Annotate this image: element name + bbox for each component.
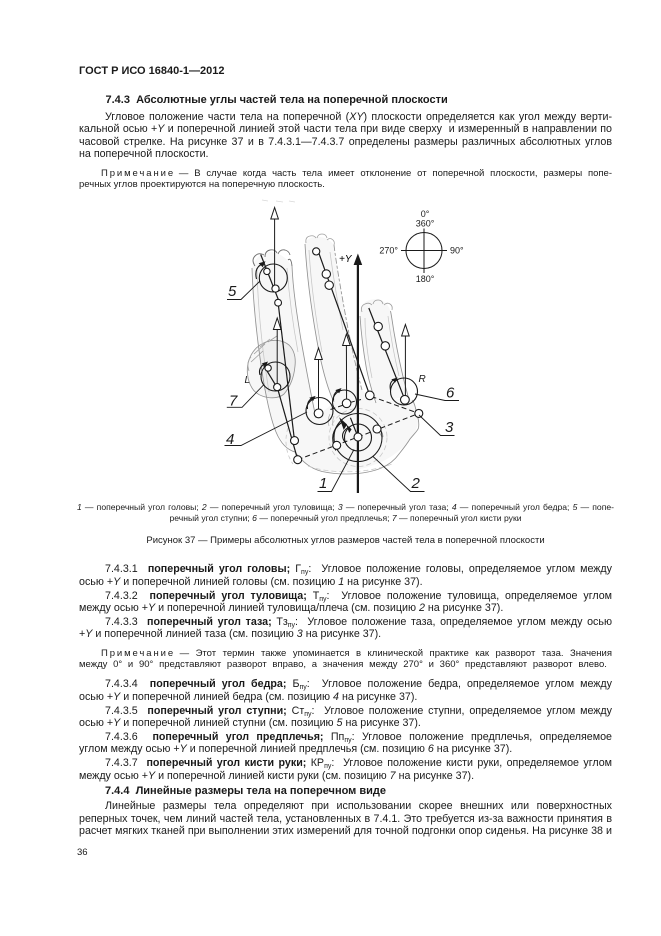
svg-text:6: 6 xyxy=(446,385,455,402)
svg-text:90°: 90° xyxy=(450,246,464,256)
svg-text:2: 2 xyxy=(411,475,421,492)
svg-text:0°: 0° xyxy=(421,209,430,219)
svg-text:7: 7 xyxy=(229,393,238,410)
svg-text:L: L xyxy=(245,375,251,386)
svg-text:360°: 360° xyxy=(416,219,435,229)
svg-text:5: 5 xyxy=(228,283,237,300)
svg-text:+Y: +Y xyxy=(339,254,353,265)
svg-text:3: 3 xyxy=(445,419,454,436)
svg-text:270°: 270° xyxy=(379,246,398,256)
svg-text:1: 1 xyxy=(319,475,327,492)
svg-text:R: R xyxy=(419,374,426,385)
svg-text:180°: 180° xyxy=(416,274,435,284)
svg-text:4: 4 xyxy=(226,431,234,448)
